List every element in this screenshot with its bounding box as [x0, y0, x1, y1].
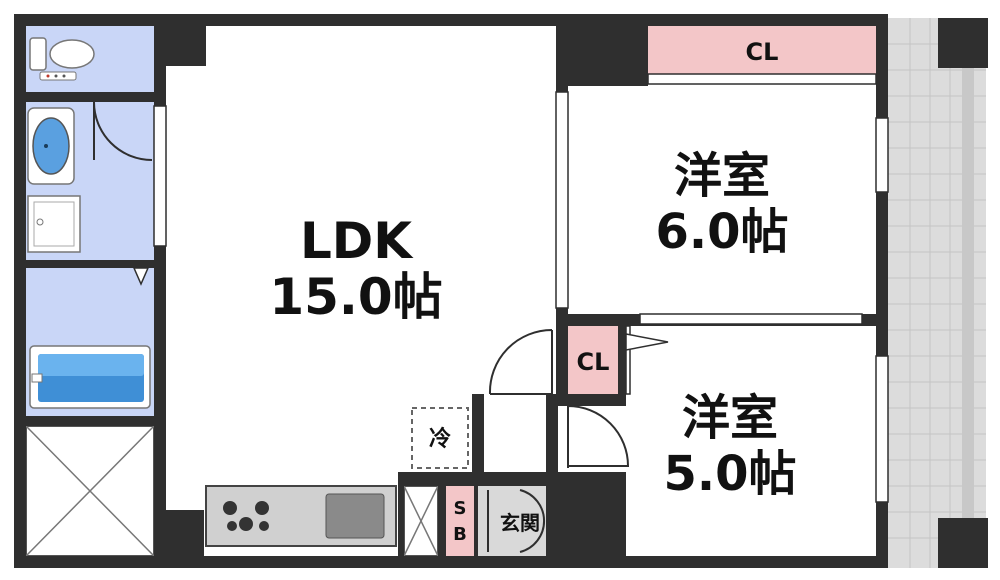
closet-top [648, 26, 876, 74]
western-room-1-size: 6.0帖 [655, 204, 788, 260]
closet-mid-label: CL [577, 348, 610, 376]
ldk-room-size: 15.0帖 [269, 268, 442, 326]
closet-mid [568, 326, 618, 394]
ldk-room-name: LDK [300, 212, 414, 270]
entrance-label: 玄関 [500, 511, 540, 535]
bathtub-icon [29, 345, 151, 409]
fridge-label: 冷 [429, 426, 451, 452]
balcony [888, 18, 988, 568]
door-swings [93, 101, 630, 553]
stove-icon [214, 494, 286, 538]
door-marker [132, 267, 150, 286]
sink-icon [325, 493, 385, 539]
storage-box [25, 425, 155, 557]
shoe-box-label-b: B [453, 524, 467, 545]
western-room-2-name: 洋室 [682, 390, 778, 446]
small-storage [403, 485, 439, 557]
fridge-space [411, 407, 469, 469]
door-marker-2 [625, 333, 669, 351]
washer-pan-icon [27, 195, 81, 253]
western-room-2-size: 5.0帖 [663, 446, 796, 502]
closet-top-label: CL [746, 38, 779, 66]
shoe-box [446, 486, 474, 556]
toilet-icon [29, 37, 95, 81]
washbasin-icon [27, 107, 75, 185]
kitchen-counter [205, 485, 397, 547]
windows [153, 73, 889, 503]
shoe-box-label-s: S [454, 498, 467, 519]
western-room-1-name: 洋室 [674, 148, 770, 204]
